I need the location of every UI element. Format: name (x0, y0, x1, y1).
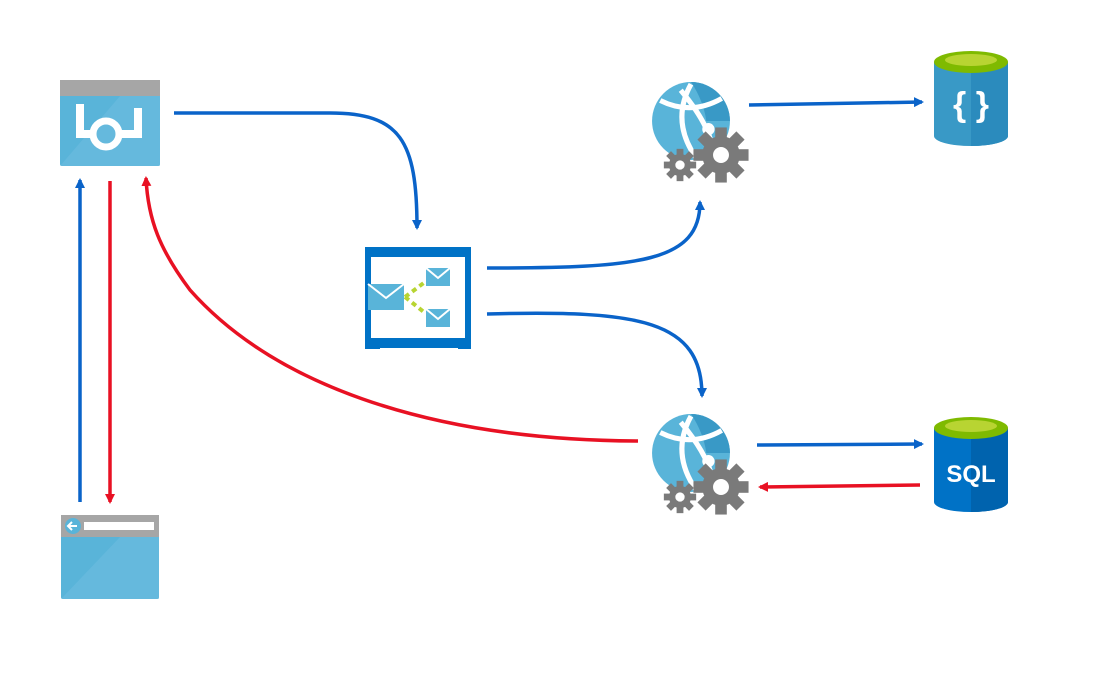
connectors (75, 97, 924, 504)
app-service-web-icon-bottom (652, 414, 749, 515)
app-service-web-icon-top (652, 82, 749, 183)
arrow-app-top-to-cosmos (748, 97, 924, 108)
arrow-app-bottom-to-sql (756, 439, 924, 450)
envelope-icon-left (367, 283, 405, 310)
arrow-sql-to-app-bottom (758, 481, 921, 492)
arrow-app-bottom-to-gateway (141, 176, 639, 443)
cosmos-db-icon: { } (934, 51, 1008, 146)
sql-database-icon: SQL (934, 417, 1008, 512)
event-grid-icon (365, 247, 471, 349)
browser-window-icon (61, 515, 159, 599)
arrow-eventgrid-to-app-top (486, 200, 705, 270)
envelope-icon-top (425, 267, 451, 286)
envelope-icon-bottom (425, 308, 451, 327)
cosmos-db-label: { } (953, 86, 989, 124)
arrow-eventgrid-to-app-bottom (486, 311, 707, 398)
arrow-gateway-to-eventgrid (174, 111, 422, 230)
api-management-icon (60, 80, 160, 166)
sql-db-label: SQL (946, 461, 995, 488)
